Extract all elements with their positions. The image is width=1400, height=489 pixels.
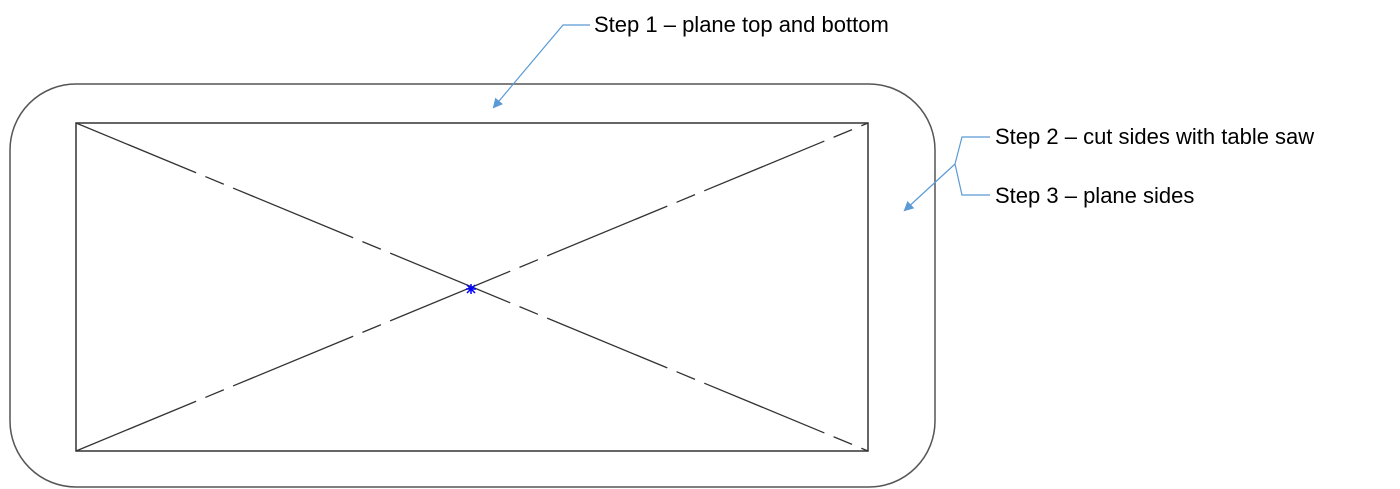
step3-leader-line [954, 163, 990, 196]
step2-step3-arrow [903, 163, 956, 212]
rough-stock-outline [9, 83, 936, 488]
step2-leader-line [954, 136, 990, 165]
step2-label: Step 2 – cut sides with table saw [995, 124, 1314, 149]
step3-label: Step 3 – plane sides [995, 183, 1194, 208]
step1-label: Step 1 – plane top and bottom [594, 12, 889, 37]
finished-board-rectangle [75, 122, 869, 452]
center-mark [466, 284, 476, 294]
step1-leader-line [492, 24, 590, 109]
